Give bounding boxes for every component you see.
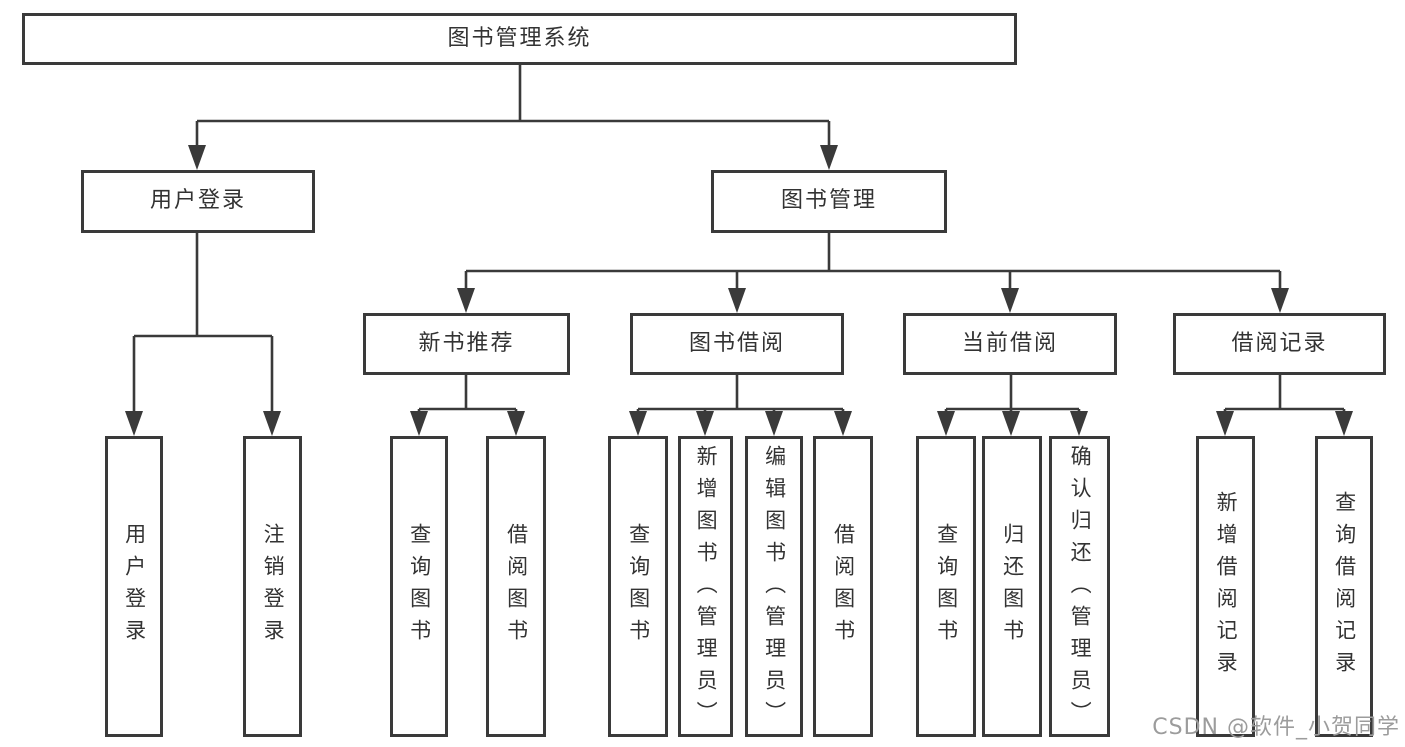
- connector-lines: [132, 65, 1346, 414]
- node-user-login: 用户登录: [81, 170, 315, 233]
- leaf-return-books: 归还图书: [982, 436, 1042, 737]
- node-current-borrowing: 当前借阅: [903, 313, 1117, 375]
- leaf-query-books-recommend: 查询图书: [390, 436, 448, 737]
- leaf-borrow-books-recommend: 借阅图书: [486, 436, 546, 737]
- node-library-system: 图书管理系统: [22, 13, 1017, 65]
- csdn-watermark: CSDN @软件_小贺同学: [1152, 715, 1400, 740]
- leaf-add-borrow-record: 新增借阅记录: [1196, 436, 1255, 737]
- node-borrowing-records: 借阅记录: [1173, 313, 1386, 375]
- leaf-user-login: 用户登录: [105, 436, 163, 737]
- leaf-logout: 注销登录: [243, 436, 302, 737]
- leaf-confirm-return-admin: 确认归还（管理员）: [1049, 436, 1110, 737]
- node-book-borrowing: 图书借阅: [630, 313, 844, 375]
- node-book-management: 图书管理: [711, 170, 947, 233]
- node-new-book-recommendation: 新书推荐: [363, 313, 570, 375]
- leaf-query-borrow-record: 查询借阅记录: [1315, 436, 1373, 737]
- leaf-edit-books-admin: 编辑图书（管理员）: [745, 436, 803, 737]
- leaf-query-books-borrowing: 查询图书: [608, 436, 668, 737]
- leaf-borrow-books-borrowing: 借阅图书: [813, 436, 873, 737]
- leaf-query-books-current: 查询图书: [916, 436, 976, 737]
- leaf-add-books-admin: 新增图书（管理员）: [678, 436, 733, 737]
- arrowheads: [125, 145, 1353, 436]
